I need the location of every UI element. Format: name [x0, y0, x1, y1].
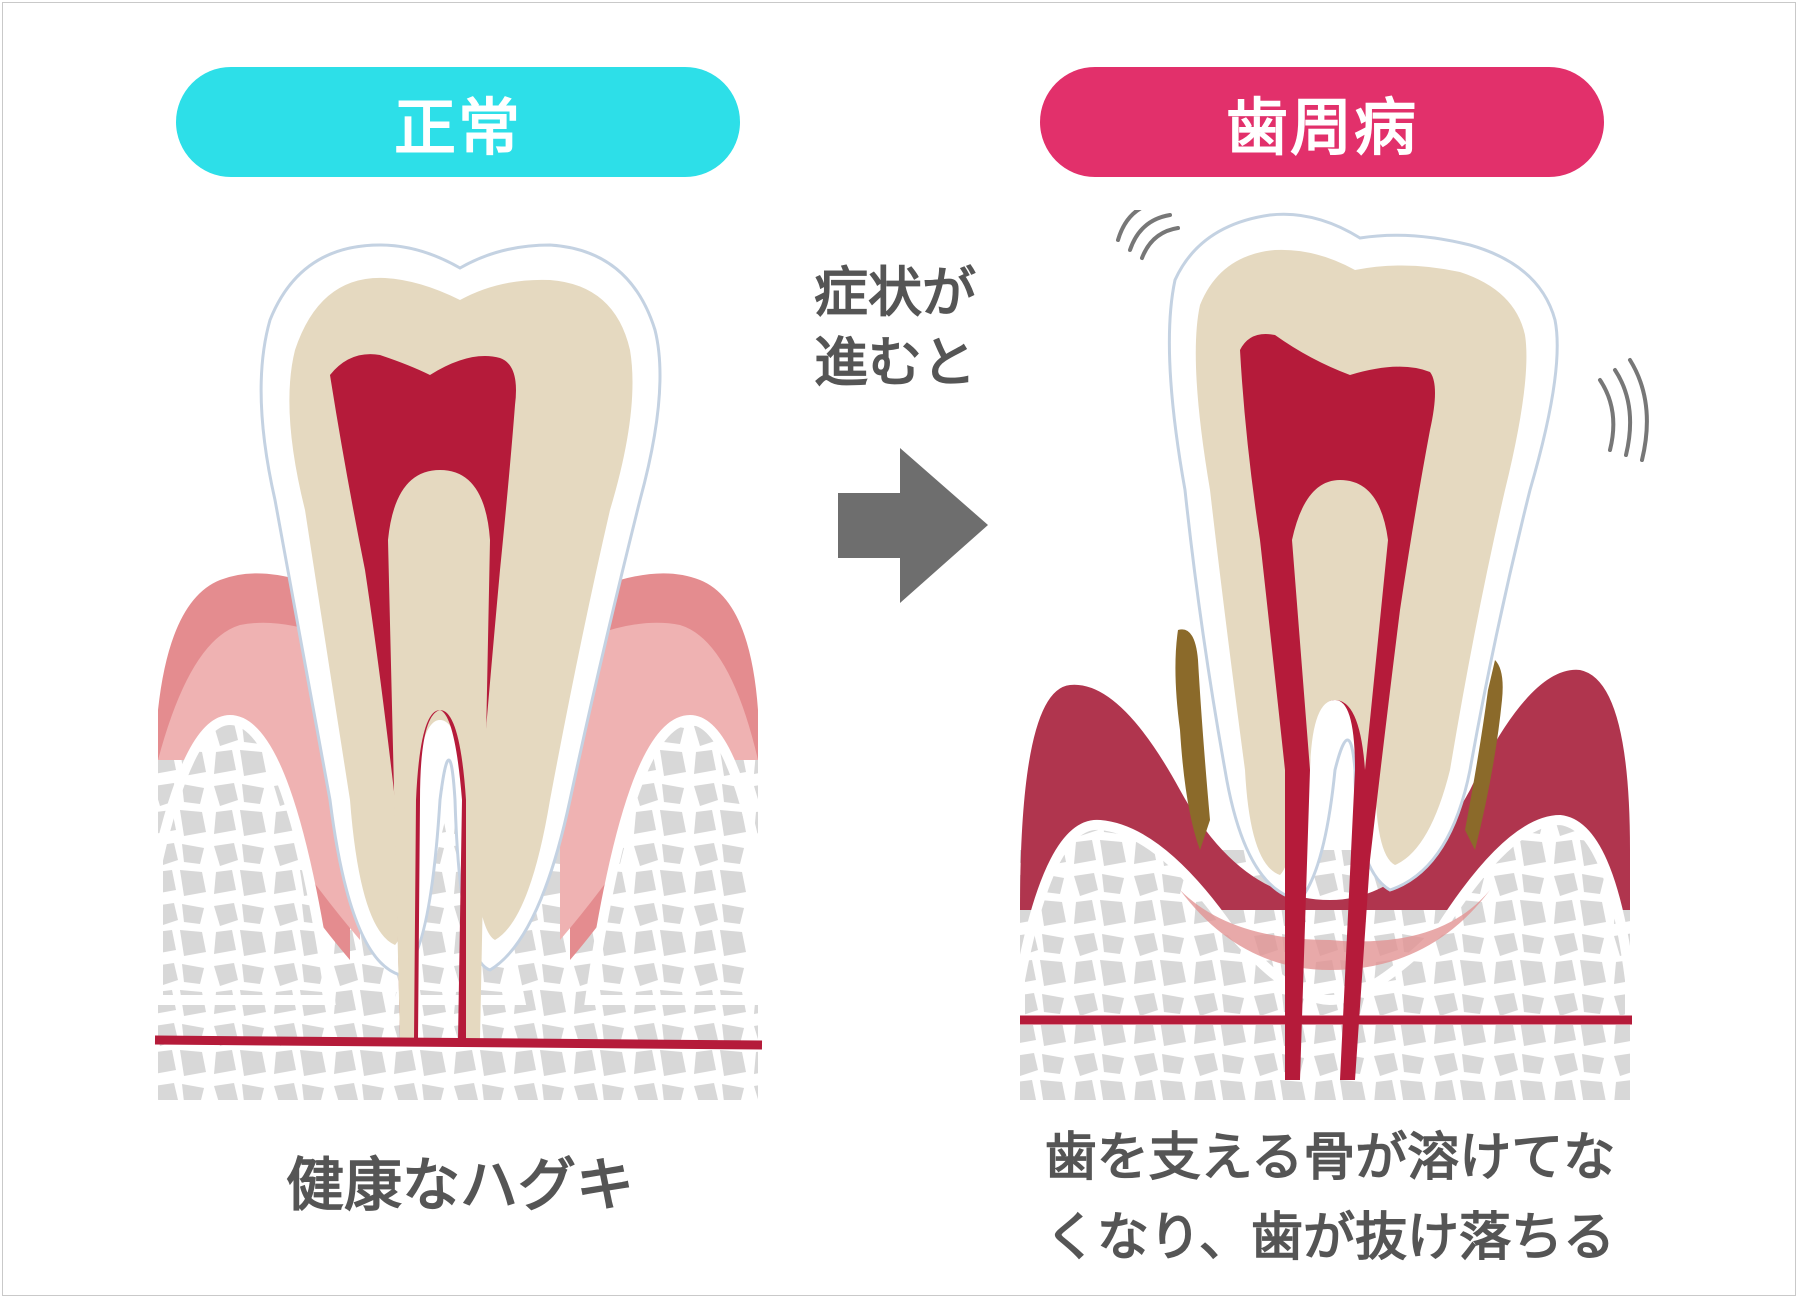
disease-caption-line1: 歯を支える骨が溶けてな — [1044, 1128, 1616, 1188]
normal-caption: 健康なハグキ — [285, 1151, 634, 1219]
healthy-tooth-illustration — [153, 243, 763, 1100]
inflamed-gum — [1020, 669, 1630, 910]
periodontal-disease-label: 歯周病 — [1040, 67, 1604, 177]
arrow-right-icon — [838, 448, 988, 603]
progress-text-line2: 進むと — [814, 331, 976, 394]
shake-lines-icon — [1116, 210, 1649, 462]
pulp — [1240, 334, 1435, 1080]
disease-caption: 歯を支える骨が溶けてな くなり、歯が抜け落ちる — [1010, 1118, 1650, 1278]
periodontal-tooth-illustration — [1015, 210, 1649, 1100]
tartar — [1175, 629, 1210, 850]
normal-label: 正常 — [176, 67, 740, 177]
disease-caption-line2: くなり、歯が抜け落ちる — [1045, 1208, 1615, 1268]
progress-text-line1: 症状が — [814, 261, 976, 324]
progress-text: 症状が 進むと — [770, 258, 1020, 398]
